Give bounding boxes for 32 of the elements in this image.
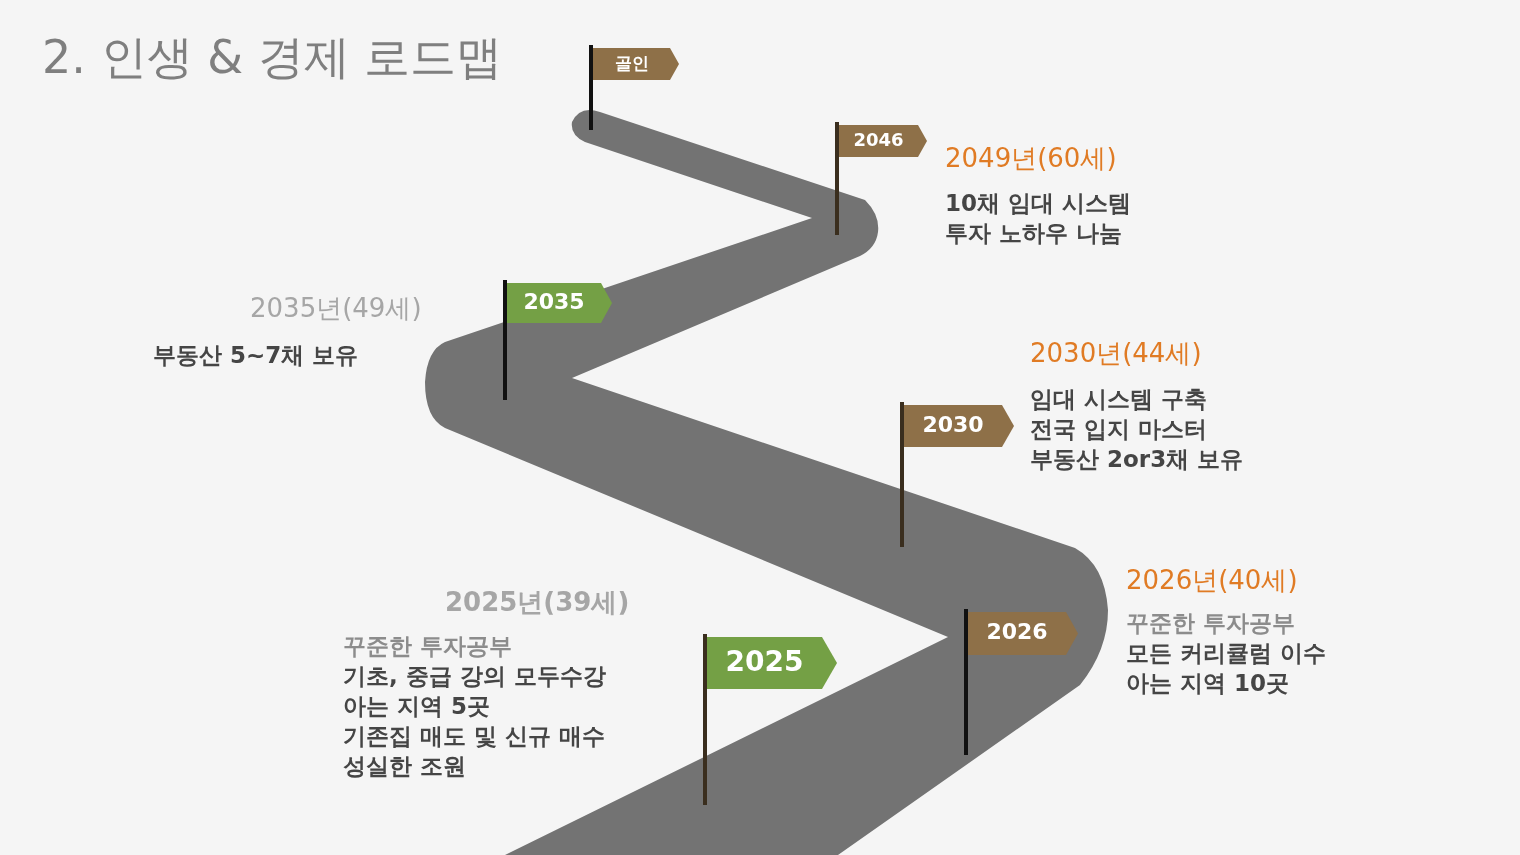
year-heading: 2035년(49세) [250,293,422,325]
flag [503,280,612,400]
milestone-text: 부동산 2or3채 보유 [1030,446,1244,474]
flag-label: 2046 [852,131,905,150]
flag [964,609,1078,755]
milestone-text: 아는 지역 5곳 [343,693,491,721]
milestone-text: 꾸준한 투자공부 [1126,610,1295,638]
flag [900,402,1014,547]
flag [589,45,679,130]
milestone-text: 투자 노하우 나눔 [945,220,1122,248]
milestone-text: 꾸준한 투자공부 [343,633,512,661]
flag-label: 2035 [522,290,586,313]
milestone-text: 모든 커리큘럼 이수 [1126,640,1326,668]
year-heading: 2049년(60세) [945,143,1117,175]
flag-label: 골인 [613,54,650,72]
flag-label: 2025 [724,647,805,676]
flag-label: 2026 [985,621,1049,644]
milestone-text: 기존집 매도 및 신규 매수 [343,723,606,751]
milestone-text: 기초, 중급 강의 모두수강 [343,663,606,691]
milestone-text: 10채 임대 시스템 [945,190,1132,218]
year-heading: 2030년(44세) [1030,338,1202,370]
year-heading: 2025년(39세) [445,587,630,619]
title: 2. 인생 & 경제 로드맵 [42,30,503,86]
milestone-text: 성실한 조원 [343,753,466,781]
milestone-text: 임대 시스템 구축 [1030,386,1207,414]
milestone-text: 전국 입지 마스터 [1030,416,1207,444]
flag [703,634,837,805]
flag-label: 2030 [921,413,985,436]
flag [835,122,927,235]
milestone-text: 부동산 5~7채 보유 [153,342,359,370]
year-heading: 2026년(40세) [1126,565,1298,597]
milestone-text: 아는 지역 10곳 [1126,670,1290,698]
